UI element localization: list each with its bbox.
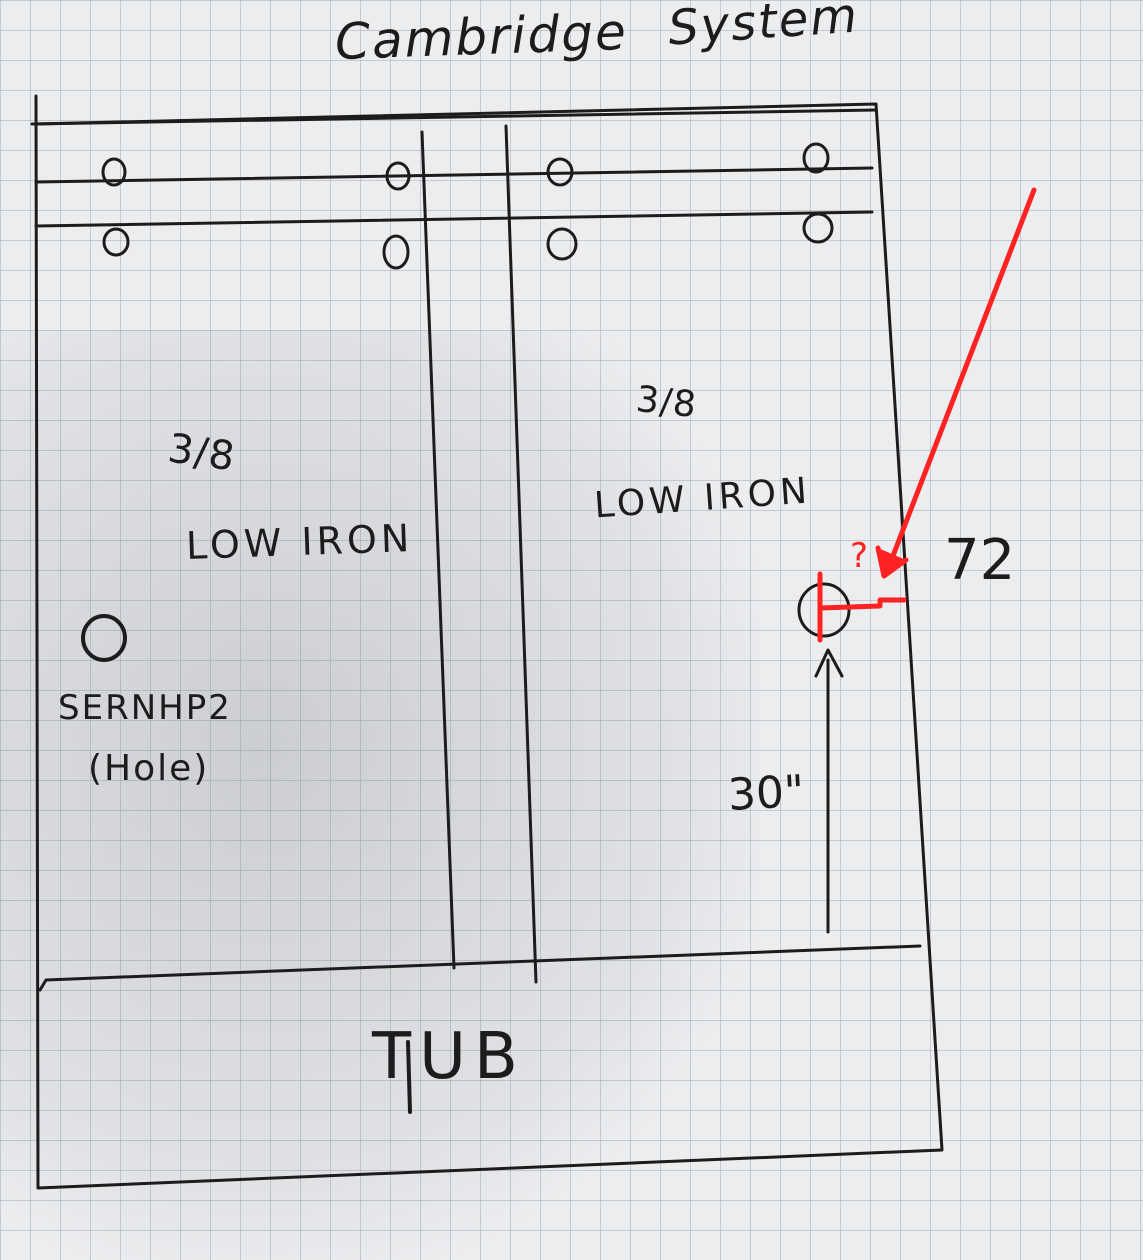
tub-top-line <box>38 944 922 992</box>
height-arrow-head <box>814 648 844 678</box>
overall-height-dimension: 72 <box>944 528 1016 593</box>
left-panel-glass-type: LOW IRON <box>185 516 415 568</box>
hinge-hole <box>802 142 830 174</box>
panel-divider-right <box>504 124 538 984</box>
top-rail-line <box>30 108 878 126</box>
tub-letter-stroke <box>406 1040 412 1114</box>
sernhp2-hole-mark <box>81 614 127 662</box>
panel-divider-left <box>420 130 456 970</box>
tub-label: TUB <box>372 1020 526 1094</box>
title-cambridge: Cambridge <box>334 2 629 72</box>
red-arrow-head <box>875 545 909 579</box>
hole-note: (Hole) <box>88 748 210 789</box>
handle-hole <box>797 582 851 638</box>
right-panel-thickness: 3/8 <box>634 378 699 427</box>
handle-height-dimension: 30" <box>726 766 806 821</box>
upper-hinge-line <box>34 166 874 184</box>
left-panel-thickness: 3/8 <box>165 425 239 481</box>
hinge-hole <box>802 212 834 244</box>
hinge-hole <box>546 157 574 187</box>
hinge-hole <box>102 227 130 257</box>
red-question-mark: ? <box>850 536 869 576</box>
hinge-hole <box>546 227 578 261</box>
enclosure-outline <box>34 94 944 1190</box>
hinge-hole <box>385 161 411 191</box>
hinge-hole <box>382 234 410 270</box>
hole-part-name: SERNHP2 <box>58 688 232 728</box>
lower-hinge-line <box>34 210 874 228</box>
red-offset-line <box>817 597 907 611</box>
red-pointer-arrow <box>883 187 1037 577</box>
hinge-hole <box>101 157 127 187</box>
